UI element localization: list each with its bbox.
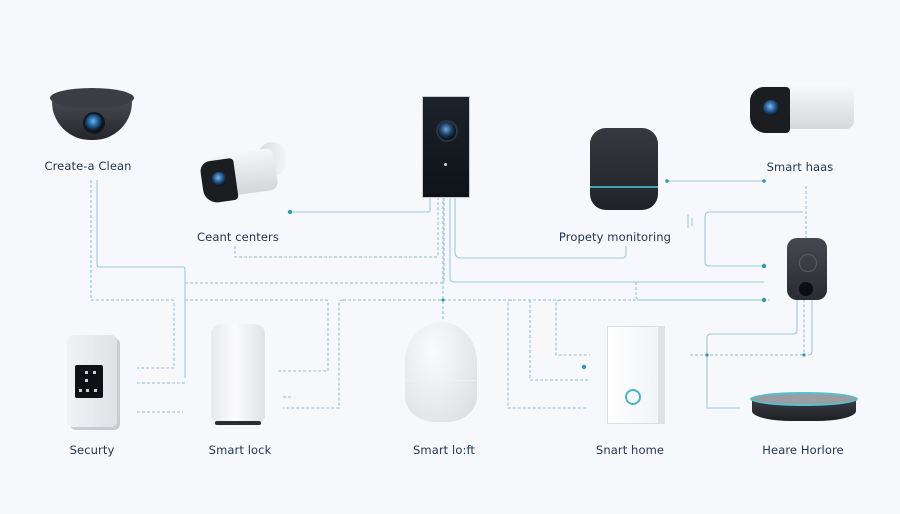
security-panel-icon[interactable] <box>67 335 117 427</box>
device-label-cylinder: Smart lock <box>208 443 272 457</box>
puck-hub-icon[interactable] <box>750 392 858 422</box>
device-label-bullet-camera-left: Ceant centers <box>197 230 279 244</box>
connector-line <box>234 196 439 258</box>
connector-line <box>706 300 798 409</box>
smart-speaker-icon[interactable] <box>405 322 477 422</box>
motion-sensor-icon[interactable] <box>787 238 827 300</box>
device-label-wall-box: Snart home <box>595 443 665 457</box>
bullet-camera-icon[interactable] <box>750 85 854 137</box>
connector-line <box>91 299 175 369</box>
connector-dot <box>761 297 767 303</box>
connector-line <box>704 211 803 267</box>
connector-line <box>635 282 764 301</box>
connector-line <box>449 196 764 283</box>
cylinder-device-icon[interactable] <box>211 324 265 425</box>
connector-line <box>690 300 805 356</box>
connector-line <box>96 180 186 378</box>
connector-line <box>283 299 344 409</box>
connector-line <box>807 300 813 356</box>
device-label-egg-speaker: Smart lo:ft <box>412 443 476 457</box>
device-label-security-panel: Securty <box>69 443 115 457</box>
connector-line <box>290 196 431 213</box>
connector-dot <box>665 179 669 183</box>
connector-dot <box>761 263 767 269</box>
connector-line <box>454 196 627 259</box>
hub-icon[interactable] <box>590 128 658 210</box>
connector-line <box>555 299 590 356</box>
connector-dot <box>705 353 709 357</box>
connector-dot <box>802 353 806 357</box>
wall-switch-icon[interactable] <box>607 326 659 424</box>
device-label-hub: Propety monitoring <box>558 230 672 244</box>
connector-line <box>529 300 590 381</box>
connector-line <box>507 299 588 409</box>
device-label-dome-camera: Create-a Clean <box>44 159 132 173</box>
connector-line <box>185 196 445 284</box>
connector-dot <box>762 179 766 183</box>
device-label-puck-hub: Heare Horlore <box>762 443 844 457</box>
video-doorbell-icon[interactable] <box>422 96 470 198</box>
connector-dot <box>581 364 587 370</box>
connector-dot <box>441 298 445 302</box>
connector-dot <box>287 209 293 215</box>
bullet-camera-icon[interactable] <box>199 142 286 206</box>
dome-camera-icon[interactable] <box>50 88 134 142</box>
device-label-bullet-camera-right: Smart haas <box>766 160 834 174</box>
connector-line <box>185 299 329 372</box>
